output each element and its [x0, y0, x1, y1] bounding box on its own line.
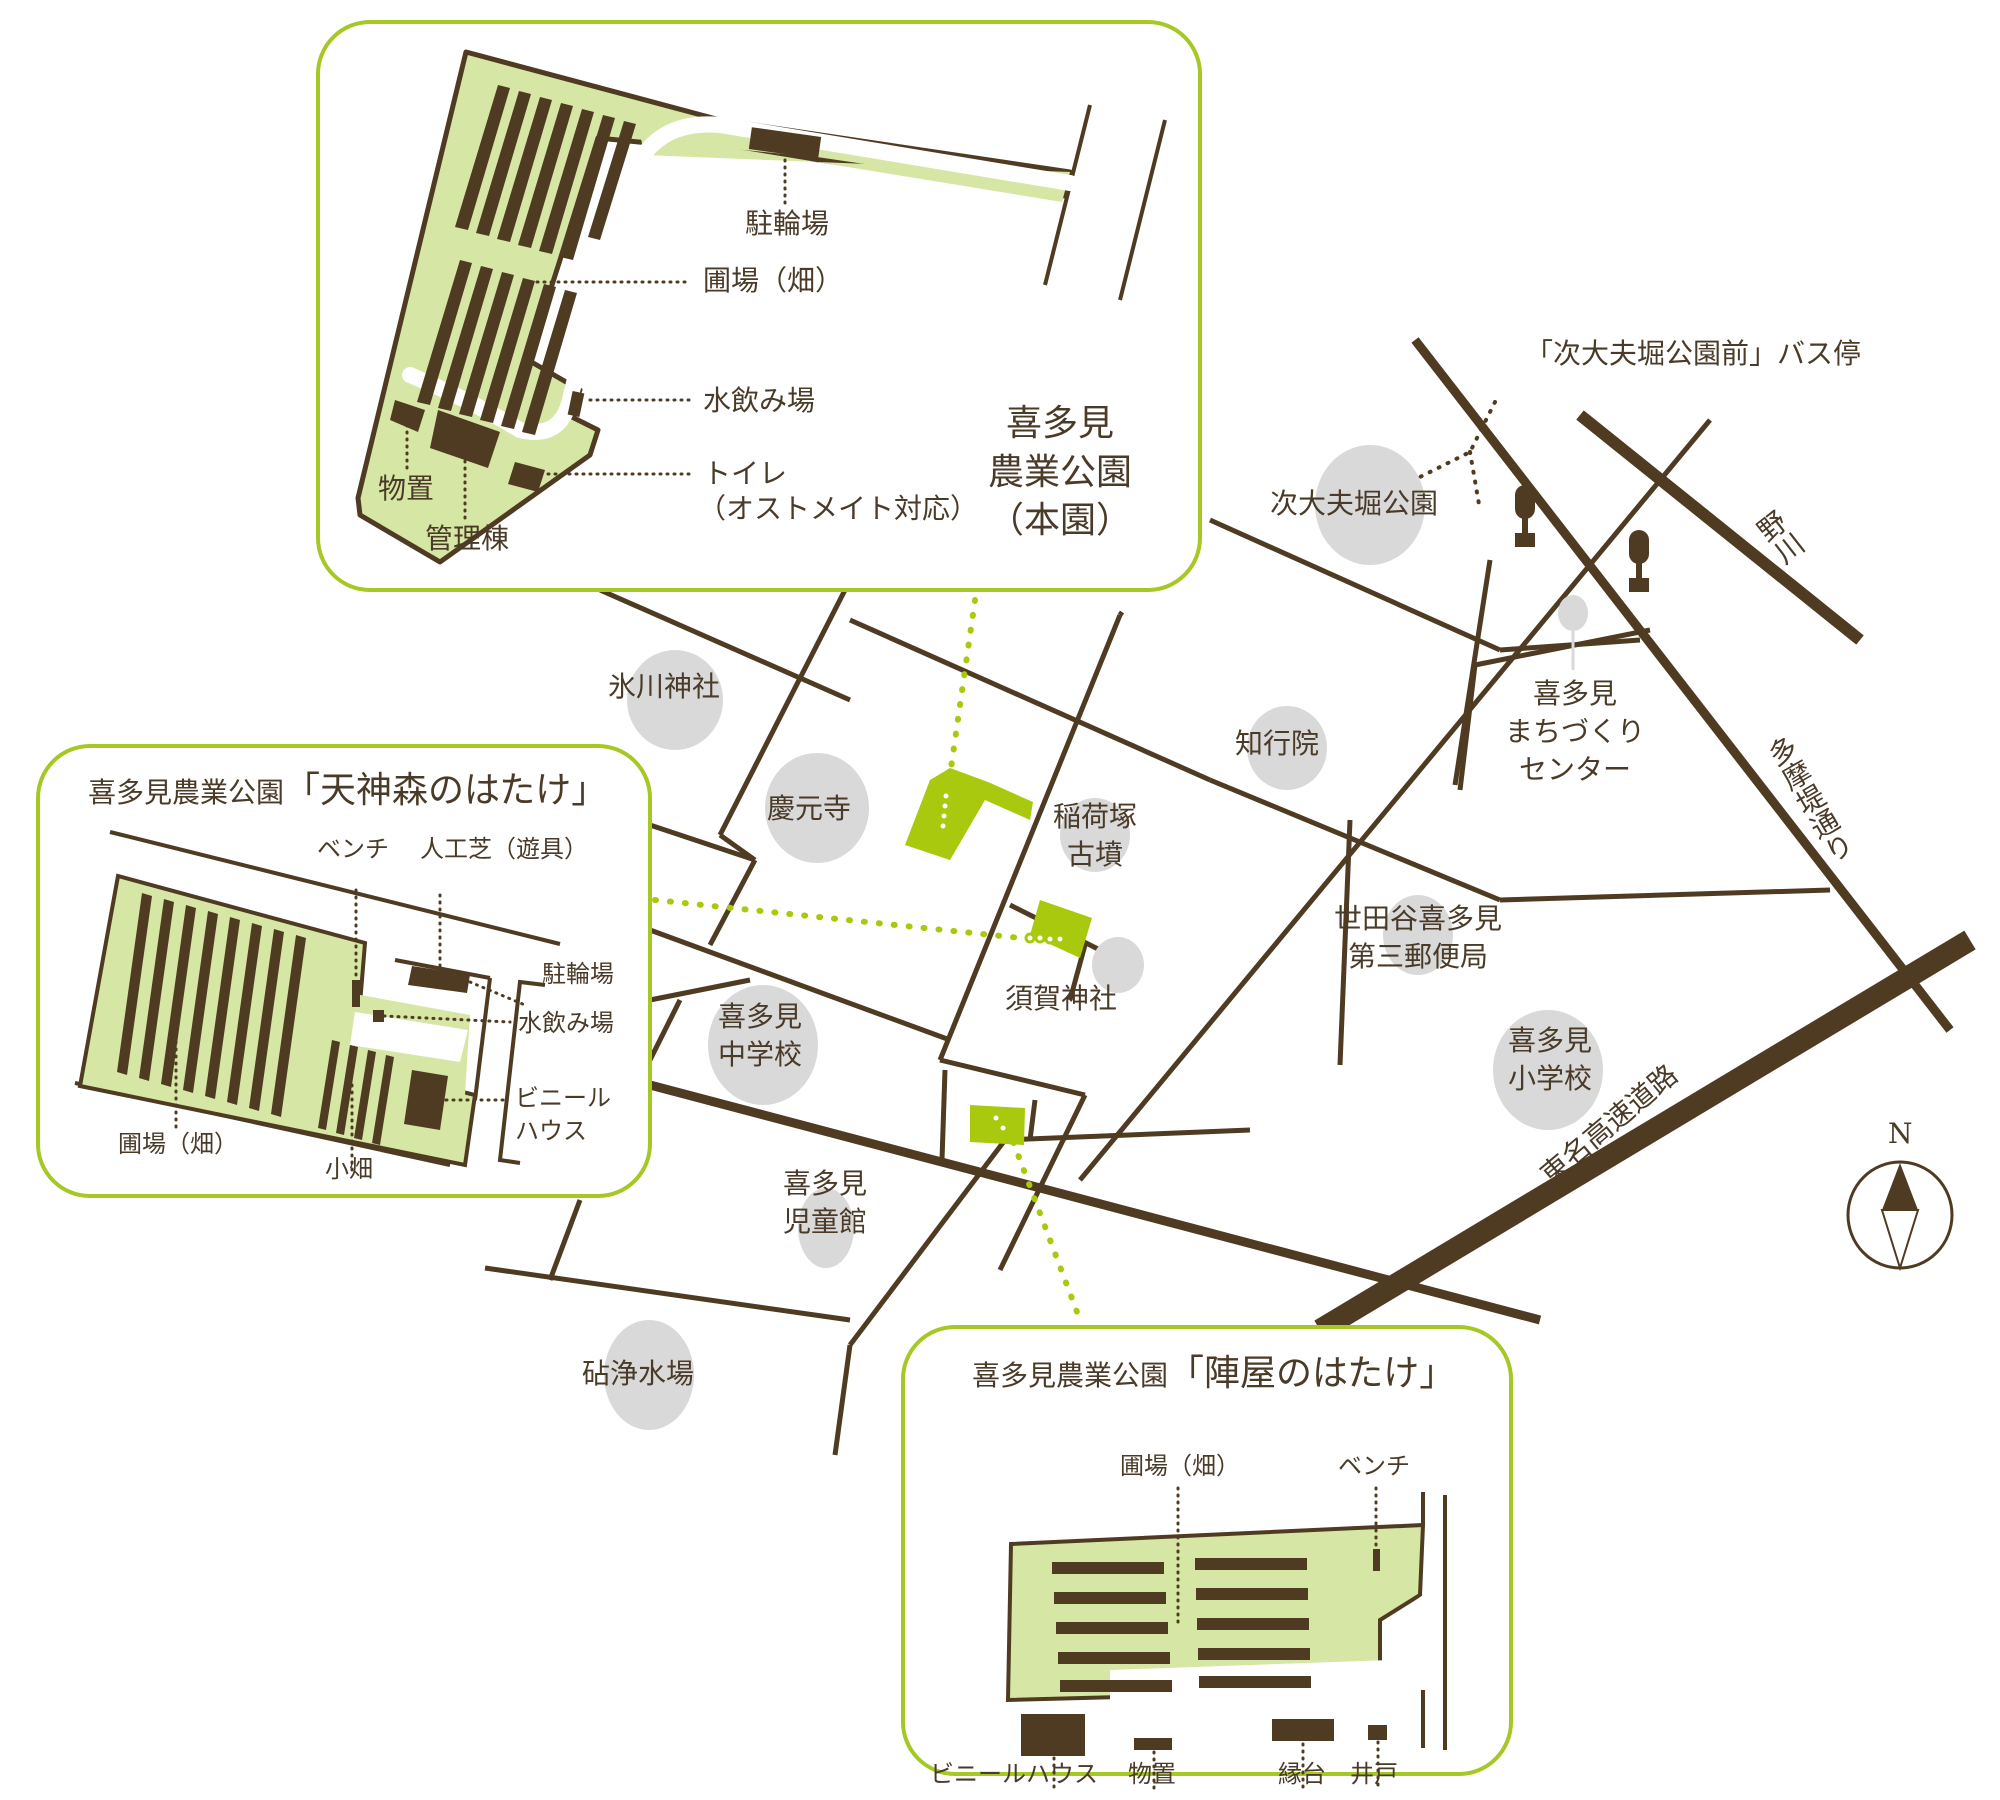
elementary-line2: 小学校: [1507, 1061, 1592, 1095]
tenjin-field-label: 圃場（畑）: [118, 1130, 238, 1158]
storage-building: [1134, 1738, 1172, 1750]
main-park-title-line3: （本園）: [987, 500, 1132, 542]
hikawa-shrine-label: 氷川神社: [608, 670, 721, 703]
main-park-title-line1: 喜多見: [1005, 403, 1114, 444]
bus-stop-leader: [1418, 400, 1497, 512]
tenjin-field-rows: [117, 893, 394, 1145]
main-bicycle-parking-label: 駐輪場: [745, 207, 830, 240]
tenjin-bicycle-parking-label: 駐輪場: [542, 960, 614, 988]
tenjin-title-name: 「天神森のはたけ」: [284, 770, 608, 811]
childrens-hall-label: 喜多見 児童館: [765, 1165, 885, 1241]
bicycle-parking-building: [748, 127, 822, 159]
kinuta-water-plant-label: 砧浄水場: [582, 1357, 695, 1390]
main-storage-label: 物置: [378, 472, 435, 505]
tenjin-water-fountain-label: 水飲み場: [518, 1009, 614, 1037]
jinya-greenhouse-label: ビニールハウス: [930, 1760, 1098, 1788]
main-field-label: 圃場（畑）: [703, 264, 844, 297]
jinya-veranda-bench-label: 縁台: [1278, 1760, 1326, 1788]
water-fountain-marker: [567, 391, 585, 417]
main-park-title: 喜多見 農業公園 （本園）: [985, 400, 1135, 546]
main-toilet-note-label: （オストメイト対応）: [698, 492, 979, 525]
junior-high-line1: 喜多見: [717, 1000, 802, 1033]
suga-shrine-label: 須賀神社: [1005, 982, 1118, 1015]
jinya-well-label: 井戸: [1350, 1760, 1398, 1788]
jinya-field-label: 圃場（畑）: [1120, 1452, 1240, 1480]
jinya-park-title: 喜多見農業公園「陣屋のはたけ」: [972, 1350, 1455, 1399]
tenjin-greenhouse-label-2: ハウス: [515, 1117, 587, 1145]
jinya-park-panel: [901, 1325, 1513, 1792]
tenjin-park-parcel: [1030, 900, 1092, 958]
tenjin-park-connector: [652, 897, 1043, 943]
jinya-park-connector: [1005, 1125, 1083, 1323]
machizukuri-line3: センター: [1518, 752, 1631, 786]
nogawa-river-line: [1576, 410, 1864, 645]
tenjin-park-title: 喜多見農業公園「天神森のはたけ」: [88, 767, 607, 816]
main-management-building-label: 管理棟: [425, 522, 510, 555]
bus-stop-icon: [1515, 485, 1535, 547]
machizukuri-line2: まちづくり: [1505, 714, 1646, 748]
compass-north-label: N: [1888, 1117, 1913, 1150]
inaridzuka-line2: 古墳: [1066, 837, 1123, 871]
toilet-building: [508, 462, 545, 492]
bus-stop-icon: [1629, 530, 1649, 592]
elementary-school-label: 喜多見 小学校: [1490, 1022, 1610, 1098]
post-office-label: 世田谷喜多見 第三郵便局: [1318, 900, 1518, 976]
inaridzuka-line1: 稲荷塚: [1052, 800, 1137, 833]
parcel-markers: [937, 790, 1066, 1134]
landmark-circles: [604, 445, 1603, 1430]
compass-icon: [1846, 1160, 1954, 1272]
jinya-park-parcel: [970, 1105, 1025, 1145]
junior-high-label: 喜多見 中学校: [700, 998, 820, 1074]
bus-stop-label: 「次大夫堀公園前」バス停: [1525, 337, 1862, 370]
tamazutsumi-street-road: [1411, 337, 1954, 1033]
tomei-expressway-road: [1314, 930, 1976, 1340]
main-park-connector: [942, 597, 978, 813]
main-field-rows: [417, 85, 636, 435]
tenjin-greenhouse-label-1: ビニール: [515, 1084, 611, 1112]
machizukuri-center-label: 喜多見 まちづくり センター: [1505, 675, 1645, 788]
machizukuri-line1: 喜多見: [1532, 677, 1617, 710]
jidayubori-park-label: 次大夫堀公園: [1270, 487, 1439, 520]
elementary-line1: 喜多見: [1507, 1024, 1592, 1057]
jinya-storage-label: 物置: [1128, 1760, 1176, 1788]
bus-stop-icons: [1515, 485, 1649, 592]
tenjin-artificial-turf-label: 人工芝（遊具）: [420, 835, 588, 863]
jinya-title-prefix: 喜多見農業公園: [972, 1359, 1169, 1392]
storage-building: [390, 400, 425, 432]
well-marker: [1368, 1725, 1387, 1740]
main-park-title-line2: 農業公園: [987, 451, 1132, 493]
chigyoin-label: 知行院: [1235, 727, 1320, 760]
post-office-line2: 第三郵便局: [1347, 939, 1488, 973]
water-fountain-marker: [373, 1010, 384, 1022]
park-connectors: [652, 597, 1083, 1323]
childrens-hall-line2: 児童館: [782, 1204, 867, 1238]
jinya-title-name: 「陣屋のはたけ」: [1168, 1353, 1456, 1394]
main-toilet-label: トイレ: [703, 457, 788, 490]
main-park-panel: [316, 20, 1202, 592]
park-parcels: [905, 768, 1092, 1145]
bench-marker: [1373, 1549, 1380, 1571]
childrens-hall-line1: 喜多見: [782, 1167, 867, 1200]
tenjin-park-panel: [36, 744, 652, 1198]
junior-high-line2: 中学校: [717, 1037, 802, 1071]
tenjin-title-prefix: 喜多見農業公園: [88, 776, 285, 809]
jinya-bench-label: ベンチ: [1338, 1452, 1410, 1480]
tenjin-small-field-label: 小畑: [325, 1155, 373, 1183]
post-office-line1: 世田谷喜多見: [1333, 902, 1502, 935]
main-park-parcel: [905, 768, 1033, 860]
major-roads: [648, 337, 1976, 1340]
keigenji-label: 慶元寺: [767, 792, 852, 825]
greenhouse-building: [1021, 1714, 1085, 1756]
tenjin-bench-label: ベンチ: [317, 835, 389, 863]
inaridzuka-label: 稲荷塚 古墳: [1045, 798, 1145, 874]
main-water-fountain-label: 水飲み場: [703, 384, 816, 417]
jinya-field-rows: [1052, 1558, 1311, 1692]
bench-marker: [352, 980, 360, 1007]
